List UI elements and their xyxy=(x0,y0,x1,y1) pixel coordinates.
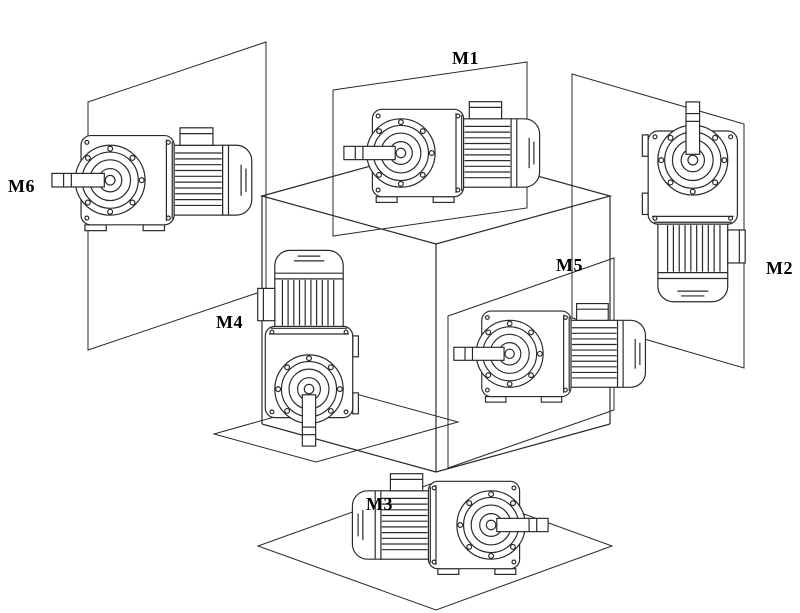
mounting-label-m5: M5 xyxy=(556,255,583,275)
mounting-plane-m5 xyxy=(447,257,615,469)
gearmotor-m1-illustration xyxy=(343,101,541,203)
gearmotor-m6-illustration xyxy=(51,127,253,232)
gearmotor-m4-illustration xyxy=(257,249,359,447)
gearmotor-m5-illustration xyxy=(453,302,647,403)
mounting-label-m1: M1 xyxy=(452,48,479,68)
mounting-label-m4: M4 xyxy=(216,312,243,332)
gearmotor-m3-illustration xyxy=(351,473,549,575)
mounting-label-m3: M3 xyxy=(366,494,393,514)
mounting-label-m2: M2 xyxy=(766,258,793,278)
mounting-plane-m1 xyxy=(332,61,528,237)
mounting-label-m6: M6 xyxy=(8,176,35,196)
gearmotor-m2-illustration xyxy=(641,101,746,303)
